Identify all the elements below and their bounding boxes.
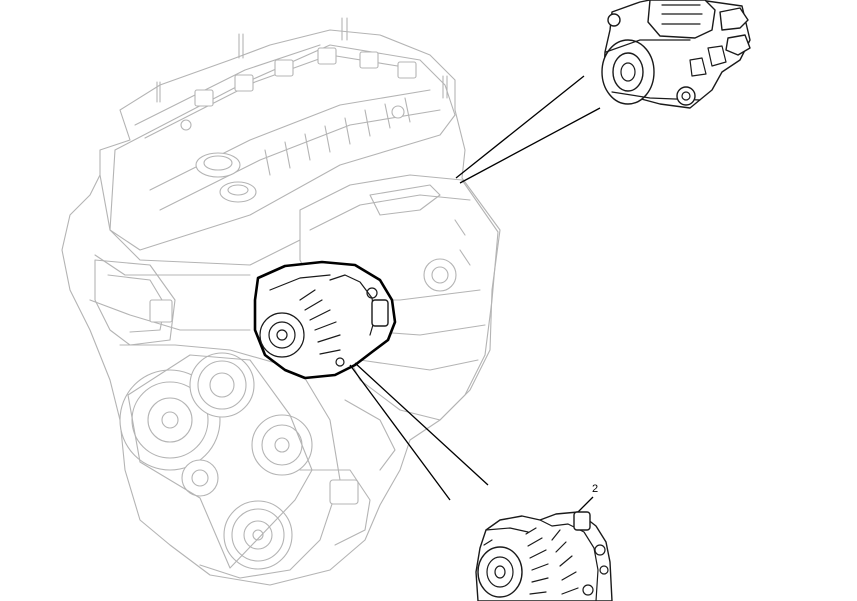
alternator-leader-right: [354, 362, 489, 486]
starter-leader-lower: [459, 107, 601, 184]
leader-lines: [349, 75, 601, 517]
starter-leader-upper: [455, 75, 585, 179]
alternator-leader-left: [349, 364, 451, 501]
callout-label-2: 2: [592, 483, 598, 495]
alternator-highlight: [253, 260, 397, 380]
starter-motor: [601, 0, 751, 109]
alternator: 2: [475, 483, 613, 601]
engine-illustration: [61, 17, 501, 586]
